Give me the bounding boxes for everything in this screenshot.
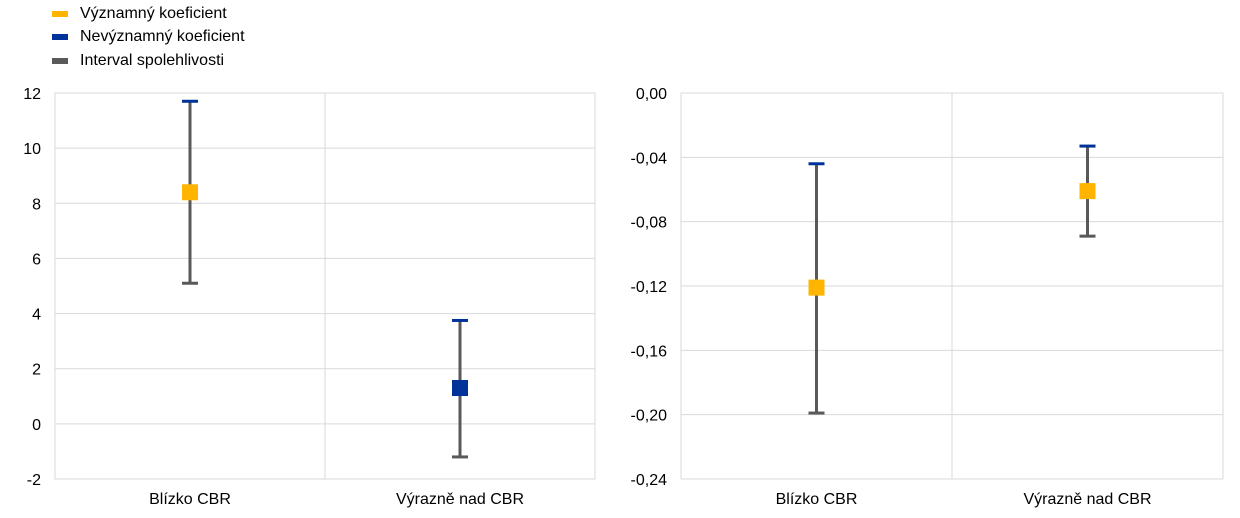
- y-tick-label: 10: [23, 141, 41, 158]
- legend-swatch-insignificant-icon: [52, 34, 68, 41]
- y-tick-label: -0,04: [631, 150, 668, 167]
- legend-swatch-interval-icon: [52, 57, 68, 64]
- legend-item-insignificant: Nevýznamný koeficient: [52, 26, 245, 50]
- x-tick-label: Blízko CBR: [776, 491, 858, 508]
- y-tick-label: 6: [32, 251, 41, 268]
- x-tick-label: Výrazně nad CBR: [396, 491, 524, 508]
- y-tick-label: -0,20: [631, 408, 668, 425]
- y-tick-label: -0,16: [631, 343, 668, 360]
- significant-coefficient-marker: [182, 184, 198, 201]
- legend-item-interval: Interval spolehlivosti: [52, 49, 245, 73]
- legend-label-interval: Interval spolehlivosti: [80, 51, 225, 69]
- y-tick-label: 0: [32, 417, 41, 434]
- legend-item-significant: Významný koeficient: [52, 2, 245, 26]
- y-tick-label: -0,12: [631, 279, 668, 296]
- y-tick-label: 4: [32, 307, 41, 324]
- y-tick-label: 0,00: [636, 86, 667, 103]
- y-tick-label: 2: [32, 362, 41, 379]
- x-tick-label: Blízko CBR: [149, 491, 231, 508]
- legend-label-significant: Významný koeficient: [80, 4, 227, 22]
- legend-swatch-significant-icon: [52, 10, 68, 17]
- significant-coefficient-marker: [808, 279, 825, 296]
- y-tick-label: -0,08: [631, 215, 668, 232]
- y-tick-label: 12: [23, 86, 41, 103]
- y-tick-label: -2: [27, 472, 41, 489]
- significant-coefficient-marker: [1079, 183, 1096, 200]
- chart-2: -0,24 -0,20 -0,16 -0,12 -0,08 -0,04 0,00Blízko…: [631, 86, 1224, 508]
- x-tick-label: Výrazně nad CBR: [1023, 491, 1151, 508]
- y-tick-label: -0,24: [631, 472, 668, 489]
- legend-label-insignificant: Nevýznamný koeficient: [80, 28, 245, 46]
- chart-legend: Významný koeficient Nevýznamný koeficien…: [52, 2, 245, 73]
- insignificant-coefficient-marker: [452, 380, 468, 397]
- y-tick-label: 8: [32, 196, 41, 213]
